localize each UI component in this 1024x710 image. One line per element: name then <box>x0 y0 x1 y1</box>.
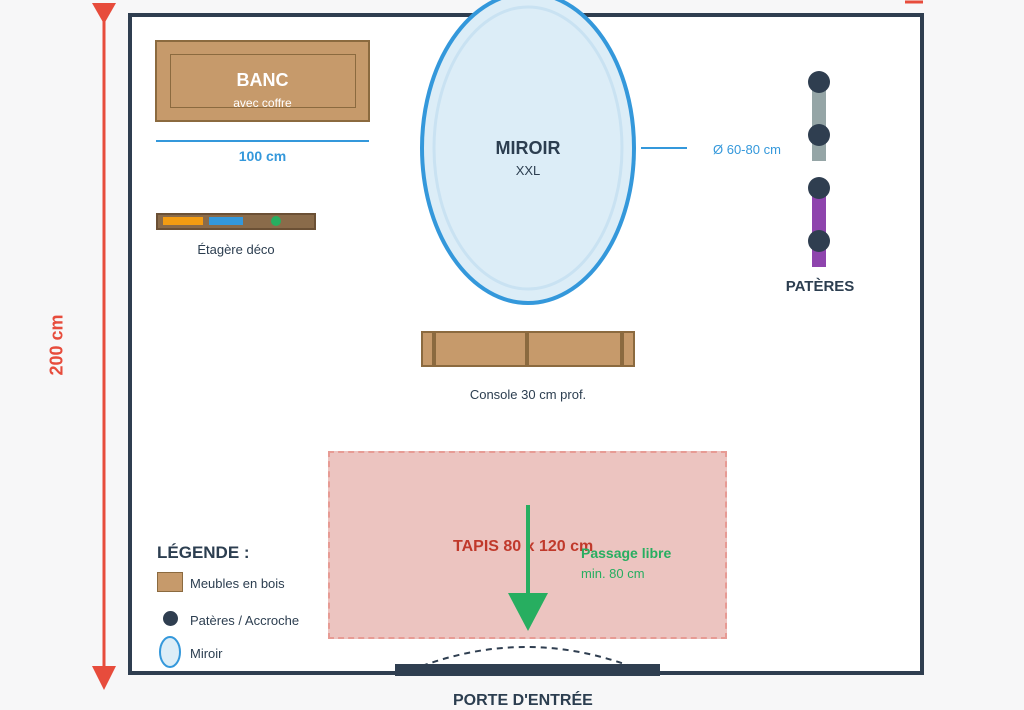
bench-width-label: 100 cm <box>238 148 287 164</box>
legend-item-mirror: Miroir <box>190 646 223 661</box>
hooks-label: PATÈRES <box>785 278 855 295</box>
rug-label: TAPIS 80 x 120 cm <box>453 538 594 555</box>
mirror <box>420 0 636 305</box>
console-divider <box>620 333 624 365</box>
mirror-diameter-label: Ø 60-80 cm <box>713 142 781 157</box>
height-dimension-arrow <box>92 3 116 690</box>
passage-subtitle: min. 80 cm <box>581 566 645 581</box>
bench-width-line <box>156 140 369 142</box>
bench-subtitle: avec coffre <box>233 96 292 110</box>
hook-icon <box>808 71 830 93</box>
shelf-item-blue <box>209 217 243 225</box>
console-label: Console 30 cm prof. <box>469 387 587 402</box>
mirror-title: MIROIR <box>495 138 561 158</box>
legend-item-wood: Meubles en bois <box>190 576 285 591</box>
hook-dot-icon <box>163 611 178 626</box>
hook-icon <box>808 124 830 146</box>
bench-storage-lid <box>170 54 356 108</box>
mirror-subtitle: XXL <box>515 163 541 178</box>
shelf-label: Étagère déco <box>197 242 275 257</box>
hook-icon <box>808 177 830 199</box>
console-divider <box>525 333 529 365</box>
entrance-door <box>395 664 660 676</box>
width-dimension-arrow-tip <box>905 0 923 4</box>
room-height-label: 200 cm <box>46 314 67 376</box>
mirror-oval-icon <box>159 636 181 668</box>
door-swing-arc <box>421 646 631 667</box>
passage-title: Passage libre <box>581 545 672 561</box>
wood-swatch-icon <box>157 572 183 592</box>
legend-title: LÉGENDE : <box>157 543 250 562</box>
door-label: PORTE D'ENTRÉE <box>453 692 593 709</box>
bench <box>155 40 370 122</box>
bench-title: BANC <box>236 70 289 90</box>
shelf-item-orange <box>163 217 203 225</box>
shelf-item-plant <box>271 216 281 226</box>
legend-item-hooks: Patères / Accroche <box>190 613 300 628</box>
passage-arrow-icon <box>508 505 548 631</box>
console-divider <box>432 333 436 365</box>
mirror-diameter-line <box>641 147 687 149</box>
hook-icon <box>808 230 830 252</box>
